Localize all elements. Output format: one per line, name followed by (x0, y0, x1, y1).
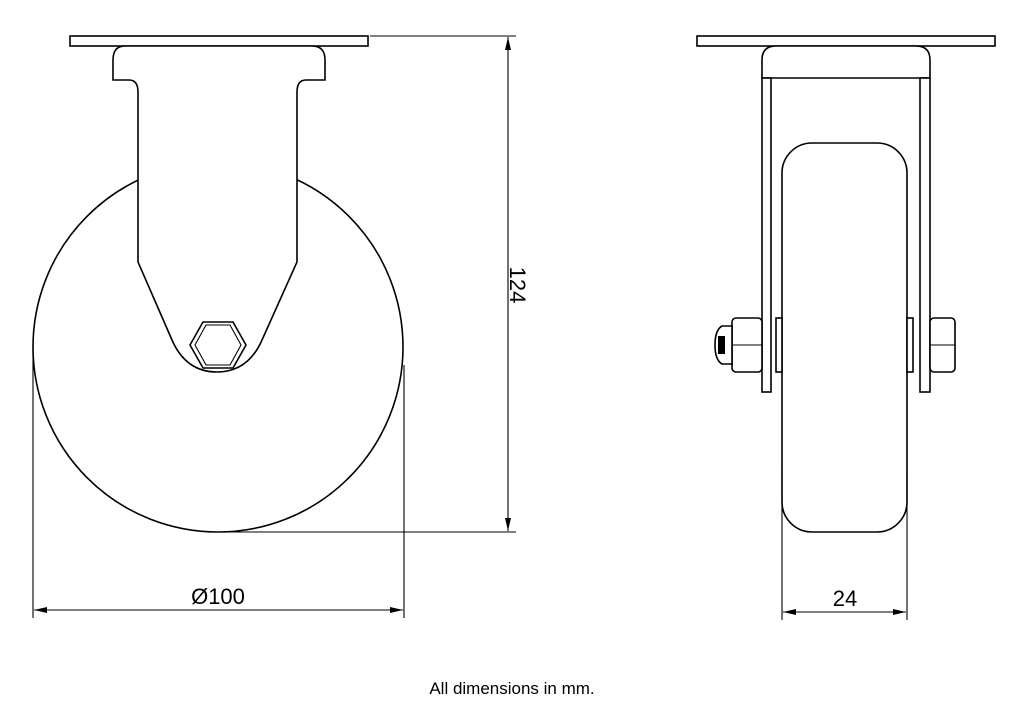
top-plate (69, 35, 369, 47)
width-dimension: 24 (781, 470, 908, 620)
side-view (696, 35, 996, 533)
axle-nut-hex (189, 321, 247, 369)
wheel-side (781, 142, 908, 533)
height-label: 124 (505, 267, 530, 304)
bracket-fork (112, 45, 326, 373)
height-dimension: 124 (230, 35, 530, 533)
diameter-label: Ø100 (191, 584, 245, 609)
axle-nut-inner (194, 324, 242, 366)
width-label: 24 (833, 586, 857, 611)
side-plate-right (919, 77, 931, 393)
washer-left (775, 317, 783, 373)
side-plate-left (761, 77, 772, 393)
side-bracket-top (761, 45, 931, 79)
side-top-plate (696, 35, 996, 47)
units-note: All dimensions in mm. (429, 679, 595, 698)
washer-right (906, 317, 914, 373)
front-view (32, 35, 404, 533)
diameter-dimension: Ø100 (32, 345, 405, 618)
bolt-cap-inner (718, 336, 725, 354)
